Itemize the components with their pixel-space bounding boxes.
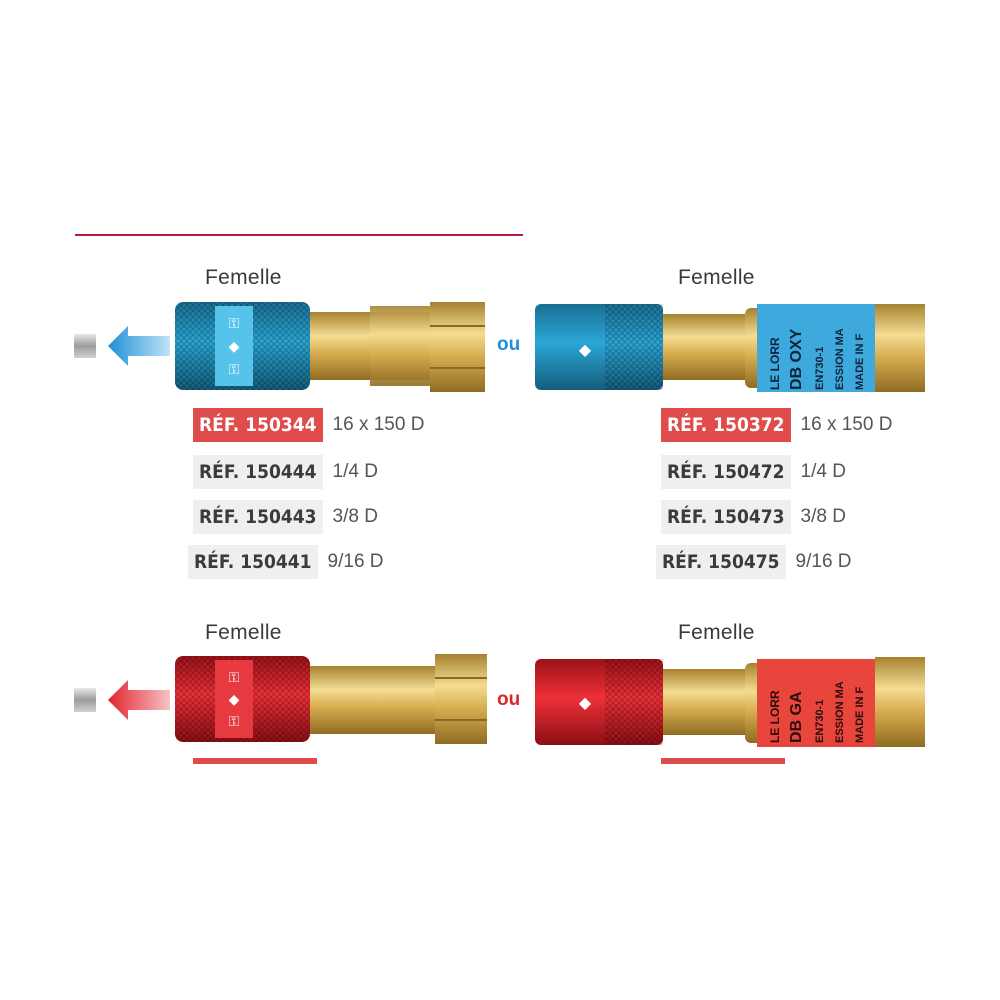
ref-row: RÉF. 150441 9/16 D (188, 545, 384, 579)
gas-or-separator: ou (497, 689, 521, 710)
ref-row: RÉF. 150473 3/8 D (661, 500, 846, 534)
svg-text:⚿: ⚿ (229, 669, 240, 685)
gas-left-ref-badge-cropped (193, 758, 317, 764)
ref-badge: RÉF. 150473 (661, 500, 791, 534)
ref-size: 1/4 D (332, 461, 378, 482)
ref-row: RÉF. 150472 1/4 D (661, 455, 846, 489)
ref-row: RÉF. 150372 16 x 150 D (661, 408, 892, 442)
svg-text:◆: ◆ (229, 338, 240, 354)
oxygen-female-coupler-image: ⚿ ◆ ⚿ (74, 302, 485, 392)
ref-row: RÉF. 150443 3/8 D (193, 500, 378, 534)
gas-body-line-4: ESSION MA (834, 681, 846, 743)
ref-badge: RÉF. 150372 (661, 408, 791, 442)
ref-badge: RÉF. 150472 (661, 455, 791, 489)
ref-size: 9/16 D (327, 551, 384, 572)
gas-body-line-2: DB GA (788, 691, 805, 743)
oxygen-or-separator: ou (497, 334, 521, 355)
gas-female-coupler-image: ⚿ ◆ ⚿ (74, 654, 487, 744)
oxygen-body-line-4: ESSION MA (834, 328, 846, 390)
ref-size: 16 x 150 D (332, 414, 425, 435)
section-divider-rule (75, 234, 523, 236)
ref-size: 3/8 D (800, 506, 846, 527)
ref-badge: RÉF. 150441 (188, 545, 318, 579)
ref-badge: RÉF. 150444 (193, 455, 323, 489)
ref-size: 9/16 D (795, 551, 852, 572)
oxygen-body-line-1: LE LORR (768, 337, 782, 390)
ref-size: 3/8 D (332, 506, 378, 527)
oxygen-body-line-5: MADE IN F (854, 334, 866, 391)
oxygen-right-label: Femelle (678, 266, 755, 289)
oxygen-left-label: Femelle (205, 266, 282, 289)
gas-left-label: Femelle (205, 621, 282, 644)
svg-text:◆: ◆ (579, 695, 592, 712)
oxygen-female-coupler-valve-image: ◆ LE LORR DB OXY EN730-1 ESSION MA MADE … (535, 304, 925, 392)
svg-text:◆: ◆ (229, 691, 240, 707)
gas-body-line-3: EN730-1 (814, 700, 826, 743)
ref-size: 16 x 150 D (800, 414, 893, 435)
ref-badge: RÉF. 150443 (193, 500, 323, 534)
svg-text:⚿: ⚿ (229, 315, 240, 331)
gas-female-coupler-valve-image: ◆ LE LORR DB GA EN730-1 ESSION MA MADE I… (535, 657, 925, 747)
ref-row: RÉF. 150344 16 x 150 D (193, 408, 424, 442)
ref-badge: RÉF. 150475 (656, 545, 786, 579)
oxygen-body-line-3: EN730-1 (814, 347, 826, 390)
ref-row: RÉF. 150475 9/16 D (656, 545, 852, 579)
ref-size: 1/4 D (800, 461, 846, 482)
gas-body-line-5: MADE IN F (854, 687, 866, 744)
gas-right-label: Femelle (678, 621, 755, 644)
ref-badge: RÉF. 150344 (193, 408, 323, 442)
oxygen-body-line-2: DB OXY (788, 328, 805, 390)
ref-row: RÉF. 150444 1/4 D (193, 455, 378, 489)
gas-right-ref-badge-cropped (661, 758, 785, 764)
gas-body-line-1: LE LORR (768, 690, 782, 743)
svg-text:⚿: ⚿ (229, 361, 240, 377)
svg-text:◆: ◆ (579, 342, 592, 359)
svg-text:⚿: ⚿ (229, 713, 240, 729)
